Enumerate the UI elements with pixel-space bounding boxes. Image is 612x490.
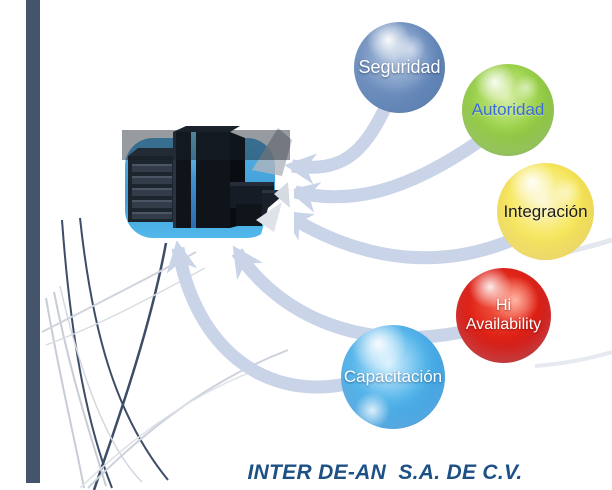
left-accent-bar [26, 0, 40, 483]
arrow-autoridad [287, 136, 482, 213]
arrow-seguridad [284, 99, 394, 185]
company-title: INTER DE-AN S.A. DE C.V. [247, 461, 523, 484]
arrow-integracion [280, 209, 515, 265]
node-integracion-label: Integración [503, 201, 588, 221]
node-autoridad: Autoridad [462, 64, 554, 156]
arrow-hi-availability [231, 245, 464, 345]
node-capacitacion-label: Capacitación [343, 367, 443, 387]
arrow-capacitacion [166, 240, 348, 394]
node-capacitacion: Capacitación [341, 325, 445, 429]
node-autoridad-label: Autoridad [471, 100, 545, 120]
node-seguridad: Seguridad [354, 22, 445, 113]
node-seguridad-label: Seguridad [358, 57, 441, 78]
server-icon [122, 126, 294, 246]
node-integracion: Integración [497, 163, 594, 260]
